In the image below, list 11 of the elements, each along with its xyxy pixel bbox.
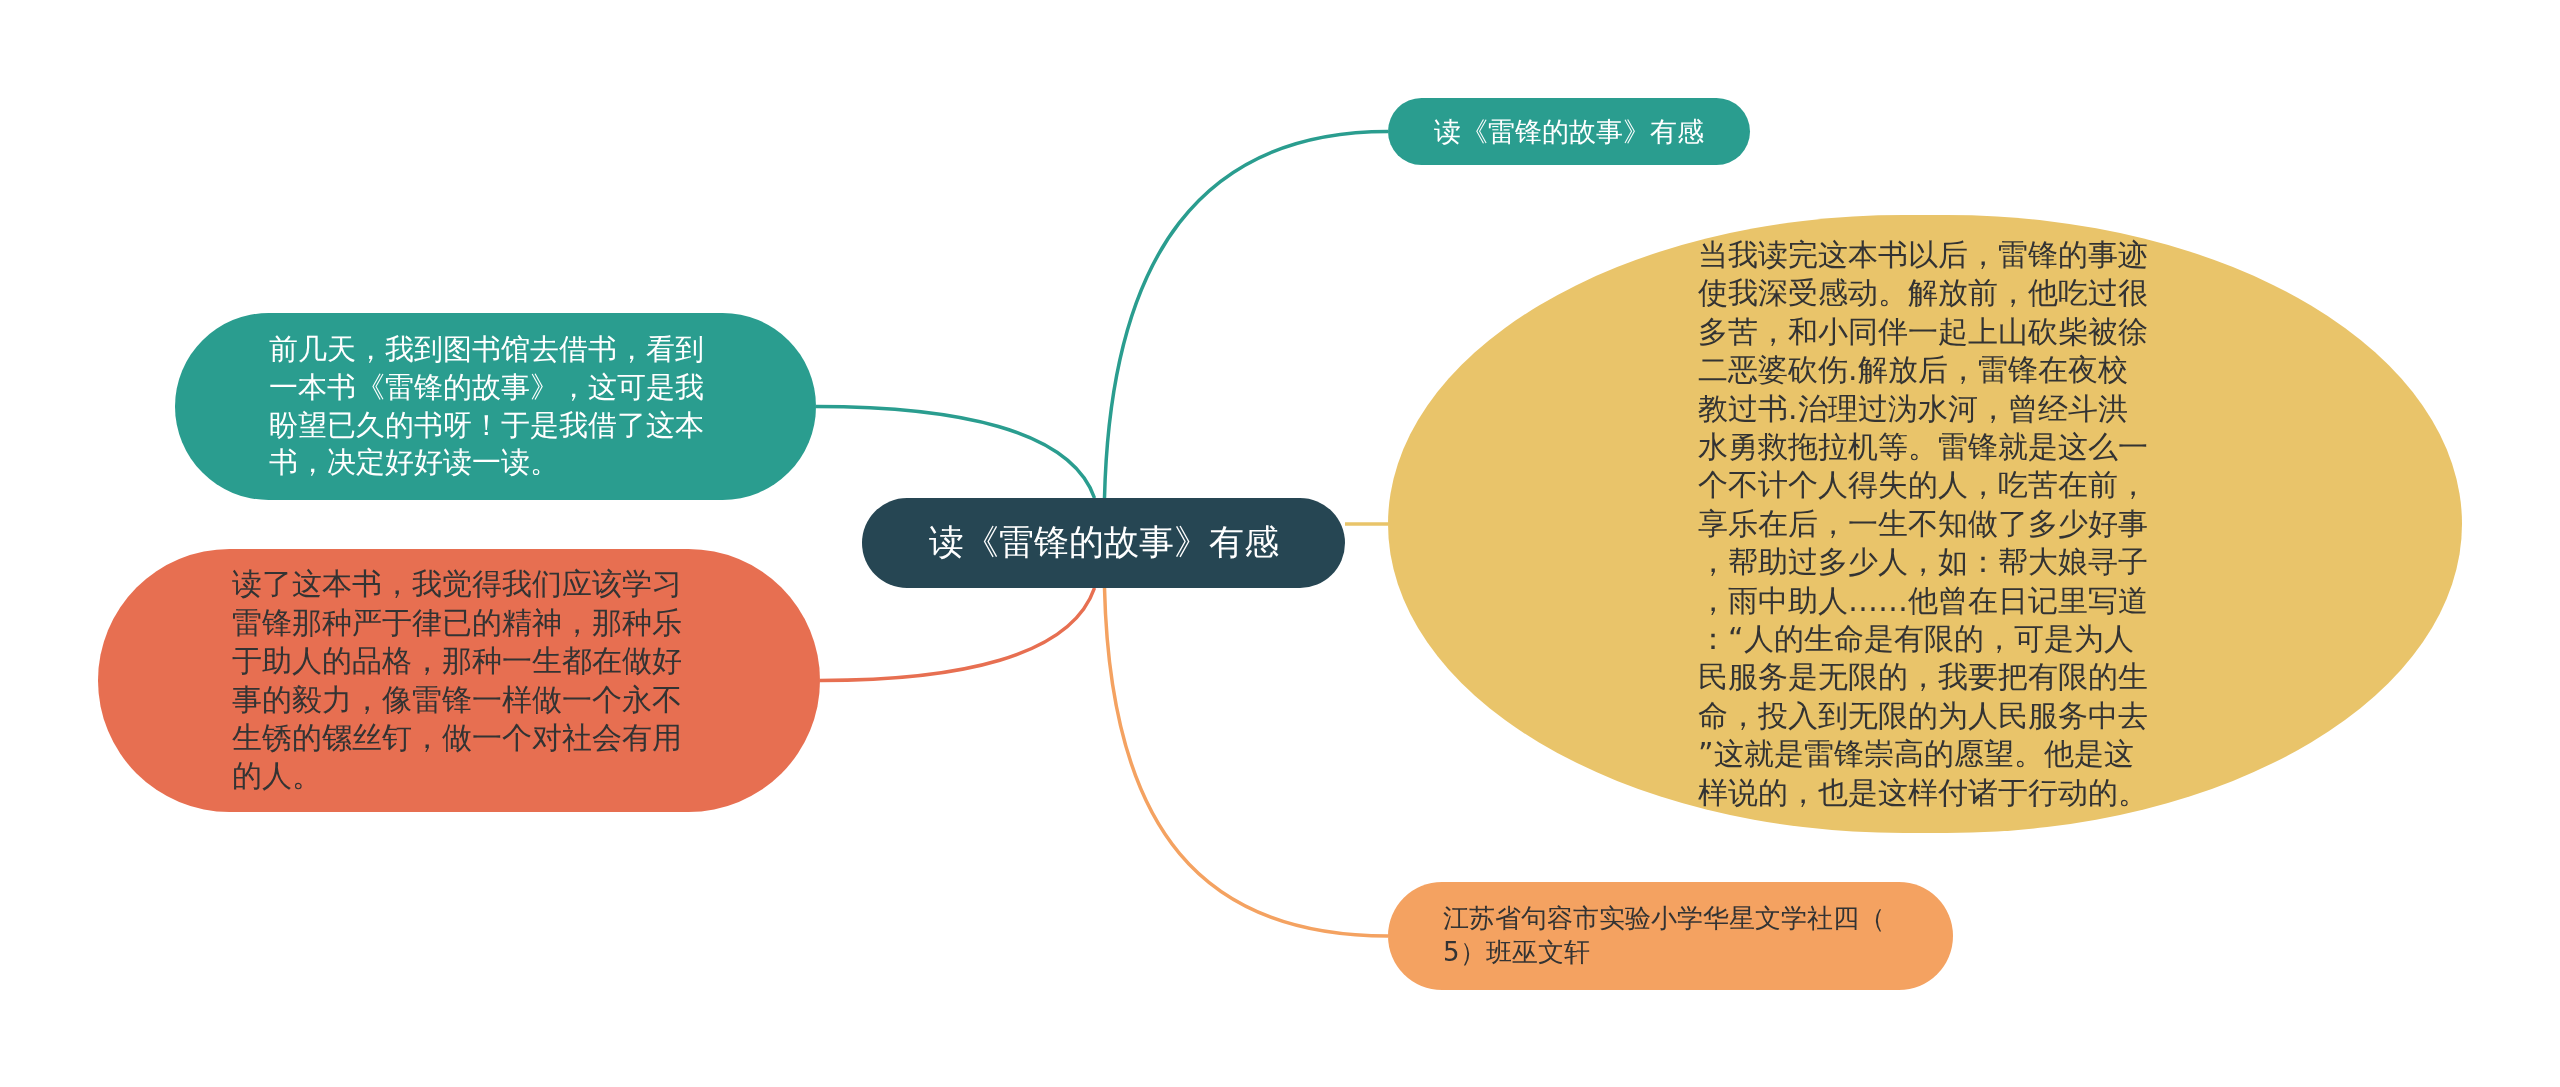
topic-bubble: 读了这本书，我觉得我们应该学习雷锋那种严于律已的精神，那种乐于助人的品格，那种一生都在做好事的毅力，像雷锋一样做一个永不生锈的镙丝钉，做一个对社会有用的人。	[98, 549, 820, 812]
connector-line	[1102, 129, 1389, 499]
topic-bubble: 前几天，我到图书馆去借书，看到一本书《雷锋的故事》，这可是我盼望已久的书呀！于是我借了这本书，决定好好读一读。	[175, 313, 816, 500]
connector-line	[1345, 522, 1388, 526]
connector-line	[1102, 587, 1389, 938]
central-topic: 读《雷锋的故事》有感	[862, 498, 1345, 588]
connector-line	[819, 587, 1097, 683]
topic-pill: 读《雷锋的故事》有感	[1388, 98, 1750, 165]
topic-pill: 江苏省句容市实验小学华星文学社四（5）班巫文轩	[1388, 882, 1953, 990]
connector-line	[815, 404, 1097, 499]
topic-bubble: 当我读完这本书以后，雷锋的事迹使我深受感动。解放前，他吃过很多苦，和小同伴一起上山砍柴被徐二恶婆砍伤.解放后，雷锋在夜校教过书.治理过沩水河，曾经斗洪水勇救拖拉机等。雷锋就是这么一个不计个人得失的人，吃苦在前，享乐在后，一生不知做了多少好事，帮助过多少人，如：帮大娘寻子，雨中助人……他曾在日记里写道：“人的生命是有限的，可是为人民服务是无限的，我要把有限的生命，投入到无限的为人民服务中去”这就是雷锋崇高的愿望。他是这样说的，也是这样付诸于行动的。	[1388, 215, 2462, 833]
